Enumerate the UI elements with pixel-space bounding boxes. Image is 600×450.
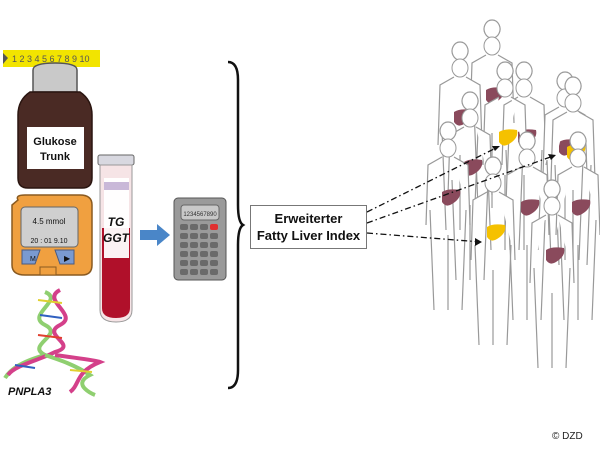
- calculator-key: [190, 251, 198, 257]
- meter-m-button: M: [30, 256, 36, 263]
- person-silhouette: [504, 131, 550, 321]
- copyright: © DZD: [552, 431, 583, 442]
- glucose-meter: 4.5 mmol 20 : 01 9.10 M ▶: [11, 194, 93, 276]
- calculator-key: [210, 224, 218, 230]
- head: [496, 78, 514, 98]
- fatty-liver-icon: [499, 129, 518, 146]
- calculator-key: [180, 251, 188, 257]
- dna-helix-icon: [3, 288, 106, 397]
- body-outline: [425, 121, 471, 311]
- calculator-key: [200, 260, 208, 266]
- calculator-key: [200, 242, 208, 248]
- head: [518, 148, 536, 168]
- index-line-2: Fatty Liver Index: [256, 228, 361, 243]
- index-line-1: Erweiterter: [274, 211, 343, 226]
- curly-brace: [227, 60, 246, 390]
- population-group: [425, 19, 600, 369]
- meter-play-button: ▶: [64, 254, 71, 263]
- person-silhouette: [470, 156, 516, 346]
- person-silhouette: [555, 131, 600, 321]
- body-outline: [504, 131, 550, 321]
- fatty-liver-icon: [487, 224, 506, 241]
- head: [451, 58, 469, 78]
- calculator-key: [190, 233, 198, 239]
- calculator-display: 1234567890: [183, 212, 217, 218]
- head: [483, 36, 501, 56]
- head: [484, 173, 502, 193]
- head: [461, 108, 479, 128]
- meter-reading: 4.5 mmol: [33, 217, 66, 226]
- calculator-key: [180, 260, 188, 266]
- arrow-to-fatty-liver-1: [366, 145, 501, 213]
- ruler-numbers: 1 2 3 4 5 6 7 8 9 10: [12, 54, 90, 64]
- person-silhouette: [425, 121, 471, 311]
- blood-tube: TG GGT: [97, 154, 135, 323]
- healthy-liver-icon: [442, 189, 461, 206]
- gene-label: PNPLA3: [8, 386, 52, 398]
- calculator-key: [180, 242, 188, 248]
- calculator-key: [210, 260, 218, 266]
- calculator-key: [200, 251, 208, 257]
- tube-label-2: GGT: [103, 231, 131, 245]
- arrow-to-fatty-liver-3: [366, 232, 482, 243]
- body-outline: [529, 179, 575, 369]
- calculator-key: [190, 269, 198, 275]
- calculator-icon: 1234567890: [173, 197, 227, 281]
- calculator-key: [190, 260, 198, 266]
- calculator-key: [180, 224, 188, 230]
- calculator-key: [180, 233, 188, 239]
- meter-datetime: 20 : 01 9.10: [31, 238, 68, 245]
- glucose-bottle: Glukose Trunk: [17, 62, 93, 189]
- healthy-liver-icon: [521, 199, 540, 216]
- head: [564, 93, 582, 113]
- arrow-right-icon: [140, 224, 170, 246]
- fatty-liver-index-box: Erweiterter Fatty Liver Index: [250, 205, 367, 249]
- head: [515, 78, 533, 98]
- calculator-key: [210, 269, 218, 275]
- person-silhouette: [529, 179, 575, 369]
- ruler: 1 2 3 4 5 6 7 8 9 10: [3, 50, 100, 67]
- calculator-key: [190, 224, 198, 230]
- body-outline: [482, 61, 528, 251]
- head: [439, 138, 457, 158]
- calculator-key: [200, 269, 208, 275]
- calculator-key: [180, 269, 188, 275]
- calculator-key: [190, 242, 198, 248]
- risk-arrows: [366, 145, 557, 243]
- tube-label-1: TG: [108, 215, 125, 229]
- bottle-label-1: Glukose: [33, 136, 76, 148]
- body-outline: [555, 131, 600, 321]
- calculator-key: [210, 251, 218, 257]
- head: [569, 148, 587, 168]
- healthy-liver-icon: [572, 199, 591, 216]
- healthy-liver-icon: [546, 247, 565, 264]
- body-outline: [470, 156, 516, 346]
- body-outline: [437, 41, 483, 231]
- calculator-key: [210, 233, 218, 239]
- calculator-key: [200, 233, 208, 239]
- arrow-to-fatty-liver-2: [366, 154, 557, 224]
- person-silhouette: [482, 61, 528, 251]
- calculator-key: [210, 242, 218, 248]
- head: [543, 196, 561, 216]
- bottle-label-2: Trunk: [40, 151, 71, 163]
- calculator-key: [200, 224, 208, 230]
